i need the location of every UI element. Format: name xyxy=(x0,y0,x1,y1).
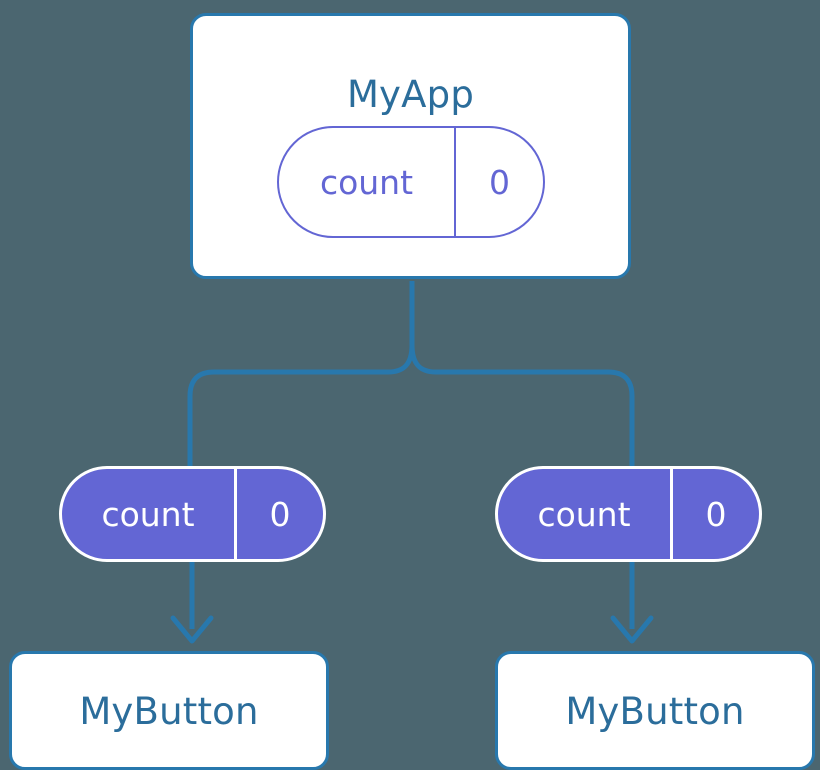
state-value-left: 0 xyxy=(234,469,323,559)
component-label-mybutton-right: MyButton xyxy=(565,690,745,733)
component-box-mybutton-right[interactable]: MyButton xyxy=(495,651,815,770)
state-key-right: count xyxy=(537,494,631,534)
component-label-mybutton-left: MyButton xyxy=(79,690,259,733)
connector-branch-right xyxy=(409,344,635,466)
state-value-right: 0 xyxy=(670,469,759,559)
state-value-myapp: 0 xyxy=(454,128,543,236)
connector-branch-left xyxy=(187,344,415,466)
arrow-head-right-icon xyxy=(610,615,654,644)
state-pill-myapp[interactable]: count 0 xyxy=(277,126,545,238)
state-key-myapp: count xyxy=(319,162,414,202)
state-key-left: count xyxy=(101,494,195,534)
component-box-mybutton-left[interactable]: MyButton xyxy=(9,651,329,770)
state-pill-left[interactable]: count 0 xyxy=(59,466,326,562)
arrow-head-left-icon xyxy=(170,615,214,644)
component-label-myapp: MyApp xyxy=(346,73,475,116)
state-pill-right[interactable]: count 0 xyxy=(495,466,762,562)
